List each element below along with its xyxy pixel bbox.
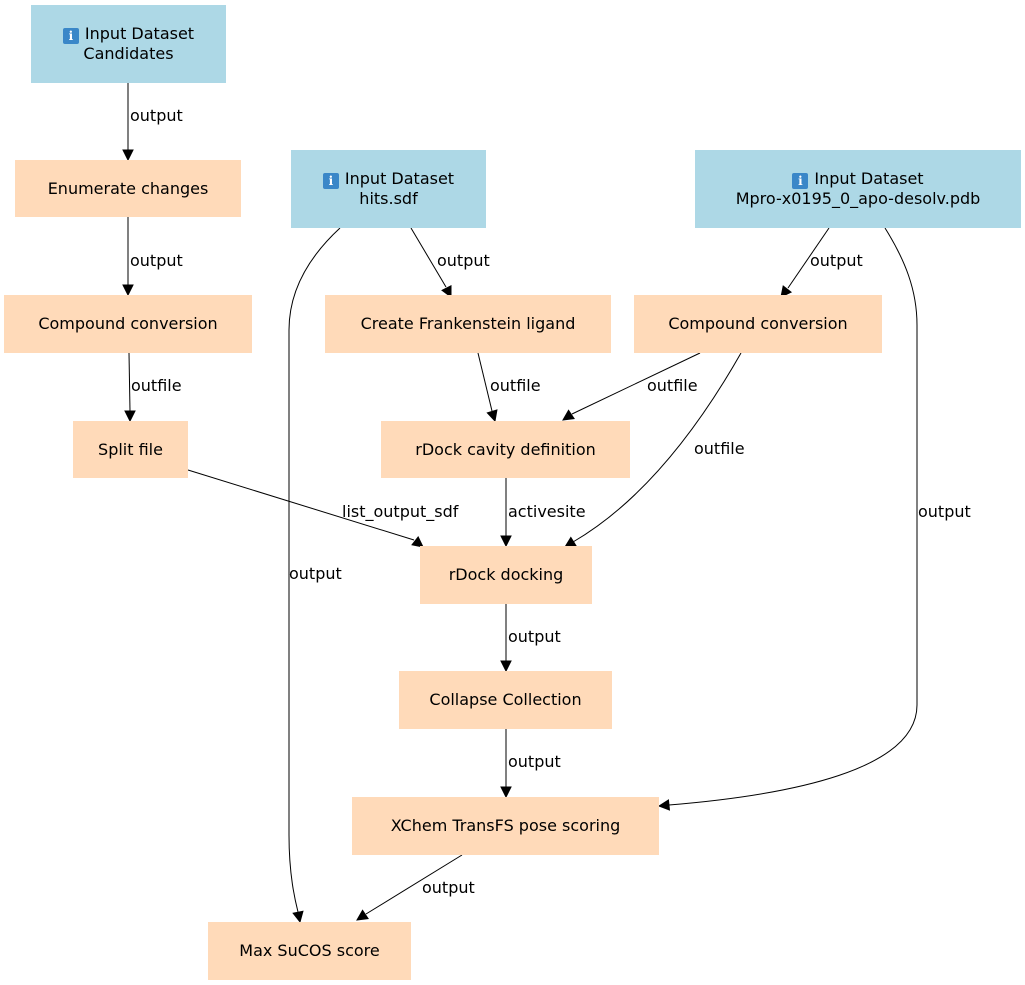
edge-label: output <box>130 251 183 270</box>
input-dataset-candidates[interactable]: i Input Dataset Candidates <box>31 5 226 83</box>
node-label: Compound conversion <box>668 314 848 333</box>
node-compound-conversion-2[interactable]: Compound conversion <box>634 295 882 353</box>
arrowhead <box>562 409 575 421</box>
arrowhead <box>411 535 424 548</box>
node-label: Max SuCOS score <box>239 941 380 960</box>
info-icon: i <box>322 173 339 189</box>
edge-line <box>668 227 918 806</box>
edge-split_file-to-rdock_docking: list_output_sdf <box>187 469 459 548</box>
edge-line <box>572 352 742 543</box>
edge-label: output <box>289 564 342 583</box>
input-dataset-mpro[interactable]: i Input Dataset Mpro-x0195_0_apo-desolv.p… <box>695 150 1021 228</box>
node-label: Collapse Collection <box>429 690 582 709</box>
edge-label: outfile <box>490 376 541 395</box>
edge-line <box>410 227 447 288</box>
edge-line <box>787 227 830 289</box>
info-icon: i <box>62 28 79 44</box>
edge-input_mpro-to-compound_conversion_2: output <box>780 227 863 298</box>
edge-label: output <box>810 251 863 270</box>
edge-line <box>288 227 341 913</box>
node-collapse-collection[interactable]: Collapse Collection <box>399 671 612 729</box>
edge-input_hits-to-max_sucos: output <box>288 227 342 924</box>
edge-label: output <box>130 106 183 125</box>
edge-label: outfile <box>694 439 745 458</box>
arrowhead <box>124 410 136 423</box>
node-max-sucos-score[interactable]: Max SuCOS score <box>208 922 411 980</box>
node-split-file[interactable]: Split file <box>73 421 188 478</box>
node-label: rDock cavity definition <box>415 439 596 459</box>
arrowhead <box>657 799 671 811</box>
input-dataset-hits[interactable]: i Input Dataset hits.sdf <box>291 150 486 228</box>
arrowhead <box>500 660 512 673</box>
node-rdock-docking[interactable]: rDock docking <box>420 546 592 604</box>
edge-line <box>187 469 415 541</box>
edge-input_hits-to-create_frankenstein: output <box>410 227 490 298</box>
edge-compound_conversion_2-to-rdock_cavity: outfile <box>562 352 701 421</box>
edge-create_frankenstein-to-rdock_cavity: outfile <box>477 352 541 423</box>
edge-label: output <box>422 878 475 897</box>
edge-compound_conversion_1-to-split_file: outfile <box>124 352 182 423</box>
node-compound-conversion-1[interactable]: Compound conversion <box>4 295 252 353</box>
edge-input_mpro-to-xchem_transfs: output <box>657 227 971 811</box>
arrowhead <box>122 149 134 162</box>
node-enumerate-changes[interactable]: Enumerate changes <box>15 160 241 217</box>
node-label: Split file <box>98 439 163 459</box>
edge-compound_conversion_2-to-rdock_docking: outfile <box>564 352 745 548</box>
edge-line <box>128 352 131 412</box>
edge-rdock_docking-to-collapse_collection: output <box>500 604 561 673</box>
edge-label: outfile <box>647 376 698 395</box>
arrowhead <box>780 285 793 298</box>
edge-line <box>477 352 493 412</box>
node-subtitle: Mpro-x0195_0_apo-desolv.pdb <box>735 189 981 208</box>
node-subtitle: Candidates <box>83 44 174 63</box>
edge-label: output <box>508 752 561 771</box>
node-label: Compound conversion <box>38 314 218 333</box>
node-subtitle: hits.sdf <box>359 189 418 208</box>
arrowhead <box>500 535 512 548</box>
edge-label: output <box>508 627 561 646</box>
edge-layer: output output outfile output output outfile ou… <box>122 83 971 924</box>
edge-collapse_collection-to-xchem_transfs: output <box>500 729 561 799</box>
node-xchem-transfs-pose-scoring[interactable]: XChem TransFS pose scoring <box>352 797 659 855</box>
edge-label: output <box>918 502 971 521</box>
node-title: Input Dataset <box>84 24 195 43</box>
node-label: XChem TransFS pose scoring <box>390 816 621 835</box>
edge-enumerate_changes-to-compound_conversion_1: output <box>122 217 183 297</box>
node-label: Create Frankenstein ligand <box>360 314 576 333</box>
arrowhead <box>356 909 369 921</box>
arrowhead <box>500 786 512 799</box>
arrowhead <box>292 910 304 924</box>
arrowhead <box>441 285 452 298</box>
info-icon: i <box>792 173 809 189</box>
arrowhead <box>122 284 134 297</box>
edge-label: list_output_sdf <box>342 502 459 522</box>
node-label: rDock docking <box>448 565 564 584</box>
arrowhead <box>486 409 498 423</box>
node-title: Input Dataset <box>344 169 455 188</box>
edge-label: output <box>437 251 490 270</box>
edge-input_candidates-to-enumerate_changes: output <box>122 83 183 162</box>
node-create-frankenstein-ligand[interactable]: Create Frankenstein ligand <box>325 295 611 353</box>
node-rdock-cavity-definition[interactable]: rDock cavity definition <box>381 421 630 478</box>
node-title: Input Dataset <box>814 169 924 188</box>
edge-label: activesite <box>508 502 586 521</box>
edge-line <box>365 854 463 915</box>
edge-rdock_cavity-to-rdock_docking: activesite <box>500 478 586 548</box>
node-label: Enumerate changes <box>47 178 209 198</box>
edge-label: outfile <box>131 376 182 395</box>
edge-line <box>571 352 701 415</box>
edge-xchem_transfs-to-max_sucos: output <box>356 854 475 921</box>
